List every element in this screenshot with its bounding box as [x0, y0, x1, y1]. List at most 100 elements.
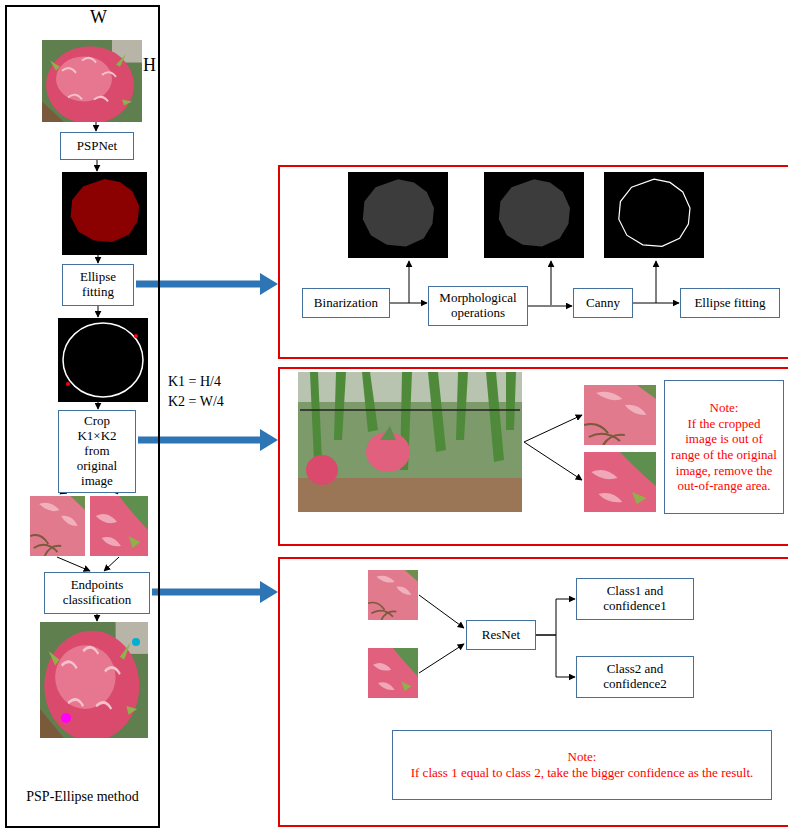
crop-image [584, 385, 656, 445]
detail-panel [279, 558, 788, 826]
note-box: Note:If class 1 equal to class 2, take t… [392, 730, 772, 800]
process-box: PSPNet [60, 132, 134, 160]
flow-connector [390, 303, 427, 304]
note-text: If the cropped image is out of range of … [671, 416, 777, 494]
flow-arrow [98, 306, 99, 317]
detail-panel [279, 166, 788, 358]
step-image [499, 179, 570, 246]
detail-arrow [260, 581, 278, 603]
flow-arrow [419, 644, 464, 673]
width-label: W [90, 8, 107, 28]
flow-connector [528, 306, 572, 307]
input-photo [42, 40, 142, 124]
flow-arrow [419, 595, 464, 673]
process-box: Binarization [302, 288, 390, 318]
ellipse-image [63, 323, 143, 397]
box-label: Canny [586, 296, 620, 311]
box-label: PSPNet [77, 139, 117, 154]
note-box: Note:If the cropped image is out of rang… [664, 380, 784, 514]
crop-image [584, 385, 656, 445]
flow-arrow [524, 442, 582, 480]
flow-connector [536, 635, 575, 677]
formula-label: K2 = W/4 [168, 394, 224, 409]
box-label: Ellipse fitting [694, 296, 765, 311]
result-photo [40, 622, 148, 741]
flow-arrow [98, 402, 99, 409]
result-photo [61, 713, 71, 723]
method-panel: PSP-Ellipse method PSPNetEllipse fittingC… [5, 5, 160, 828]
note-heading: Note: [568, 749, 597, 765]
step-image [604, 172, 704, 258]
box-label: Class2 and confidence2 [582, 662, 688, 692]
field-photo [380, 426, 396, 440]
crop-image [584, 452, 656, 512]
ellipse-image [134, 334, 138, 338]
detail-panel [279, 166, 788, 826]
step-image [484, 172, 584, 258]
box-label: Endpoints classification [50, 578, 144, 608]
note-heading: Note: [710, 400, 739, 416]
field-photo [300, 409, 520, 411]
step-image [619, 179, 690, 246]
flow-arrow [524, 415, 582, 480]
flow-arrow [419, 595, 464, 628]
ellipse-image [58, 318, 148, 402]
result-photo [40, 622, 148, 741]
step-image [348, 172, 448, 258]
detail-arrow [138, 437, 262, 444]
process-box: Ellipse fitting [680, 288, 780, 318]
crop-image [368, 570, 418, 620]
result-photo [132, 638, 140, 646]
process-box: Morphological operations [428, 286, 528, 326]
process-box: Endpoints classification [44, 572, 150, 614]
segmentation-mask [62, 172, 147, 255]
segmentation-mask [71, 179, 140, 242]
crop-image [584, 452, 656, 512]
box-label: Crop K1×K2 from original image [64, 414, 130, 489]
flow-arrow [656, 261, 657, 303]
output-box: Class1 and confidence1 [576, 578, 694, 620]
detail-arrow [260, 273, 278, 295]
detail-panel [279, 368, 788, 545]
box-label: Class1 and confidence1 [582, 584, 688, 614]
segmentation-mask [62, 172, 147, 255]
ellipse-image [58, 318, 148, 402]
input-photo [42, 40, 142, 124]
field-photo [306, 455, 338, 485]
field-photo [298, 372, 522, 512]
detail-arrow [260, 429, 278, 451]
step-image [363, 179, 434, 246]
box-label: Ellipse fitting [68, 270, 128, 300]
panel-title: PSP-Ellipse method [7, 789, 158, 805]
crop-image [90, 496, 148, 556]
ellipse-image [66, 382, 70, 386]
process-box: Canny [573, 288, 633, 318]
flow-arrow [409, 261, 410, 303]
crop-image [368, 648, 418, 698]
field-photo [298, 372, 522, 512]
flow-arrow [57, 557, 90, 571]
note-text: If class 1 equal to class 2, take the bi… [411, 765, 754, 781]
flow-arrow [551, 261, 552, 305]
flow-arrow [97, 160, 98, 171]
detail-arrow [136, 273, 278, 603]
crop-image [30, 496, 85, 556]
flow-arrow [524, 415, 582, 442]
flow-connector [633, 303, 679, 304]
flow-arrow [57, 122, 119, 621]
crop-image [368, 570, 418, 620]
crop-image [368, 648, 418, 698]
flow-arrow [97, 614, 98, 621]
detail-arrow [152, 589, 262, 596]
height-label: H [143, 56, 156, 76]
crop-image [30, 496, 85, 556]
process-box: ResNet [466, 620, 536, 650]
box-label: ResNet [482, 628, 520, 643]
output-box: Class2 and confidence2 [576, 656, 694, 698]
flow-connector [536, 599, 575, 635]
box-label: Morphological operations [434, 291, 522, 321]
step-image [348, 172, 704, 258]
crop-image [90, 496, 148, 556]
flow-arrow [96, 122, 97, 131]
